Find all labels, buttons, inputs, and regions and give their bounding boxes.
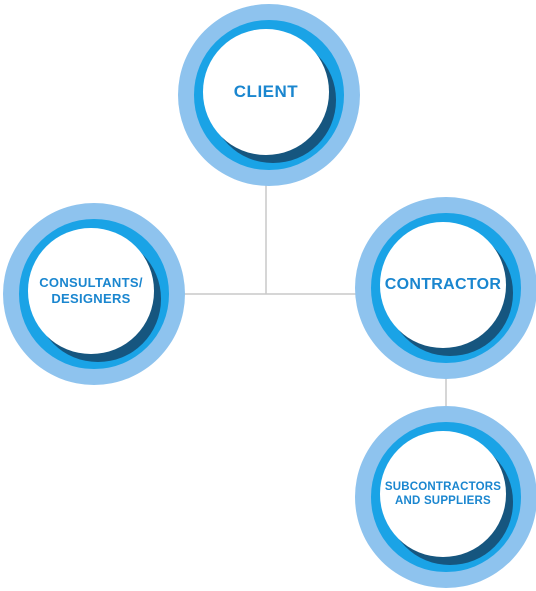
consultants-designers-ring: CONSULTANTS/ DESIGNERS xyxy=(19,219,169,369)
consultants-designers-circle: CONSULTANTS/ DESIGNERS xyxy=(28,228,154,354)
client-node: CLIENT xyxy=(178,4,360,186)
subcontractors-suppliers-circle: SUBCONTRACTORS AND SUPPLIERS xyxy=(380,431,506,557)
client-ring: CLIENT xyxy=(194,20,344,170)
subcontractors-suppliers-label: SUBCONTRACTORS AND SUPPLIERS xyxy=(384,480,502,507)
contractor-ring: CONTRACTOR xyxy=(371,213,521,363)
contractor-label: CONTRACTOR xyxy=(384,275,502,293)
consultants-designers-node: CONSULTANTS/ DESIGNERS xyxy=(3,203,185,385)
consultants-designers-label: CONSULTANTS/ DESIGNERS xyxy=(39,274,143,306)
contractor-node: CONTRACTOR xyxy=(355,197,536,379)
contractor-circle: CONTRACTOR xyxy=(380,222,506,348)
subcontractors-suppliers-node: SUBCONTRACTORS AND SUPPLIERS xyxy=(355,406,536,588)
client-circle: CLIENT xyxy=(203,29,329,155)
client-label: CLIENT xyxy=(233,82,299,102)
subcontractors-suppliers-ring: SUBCONTRACTORS AND SUPPLIERS xyxy=(371,422,521,572)
